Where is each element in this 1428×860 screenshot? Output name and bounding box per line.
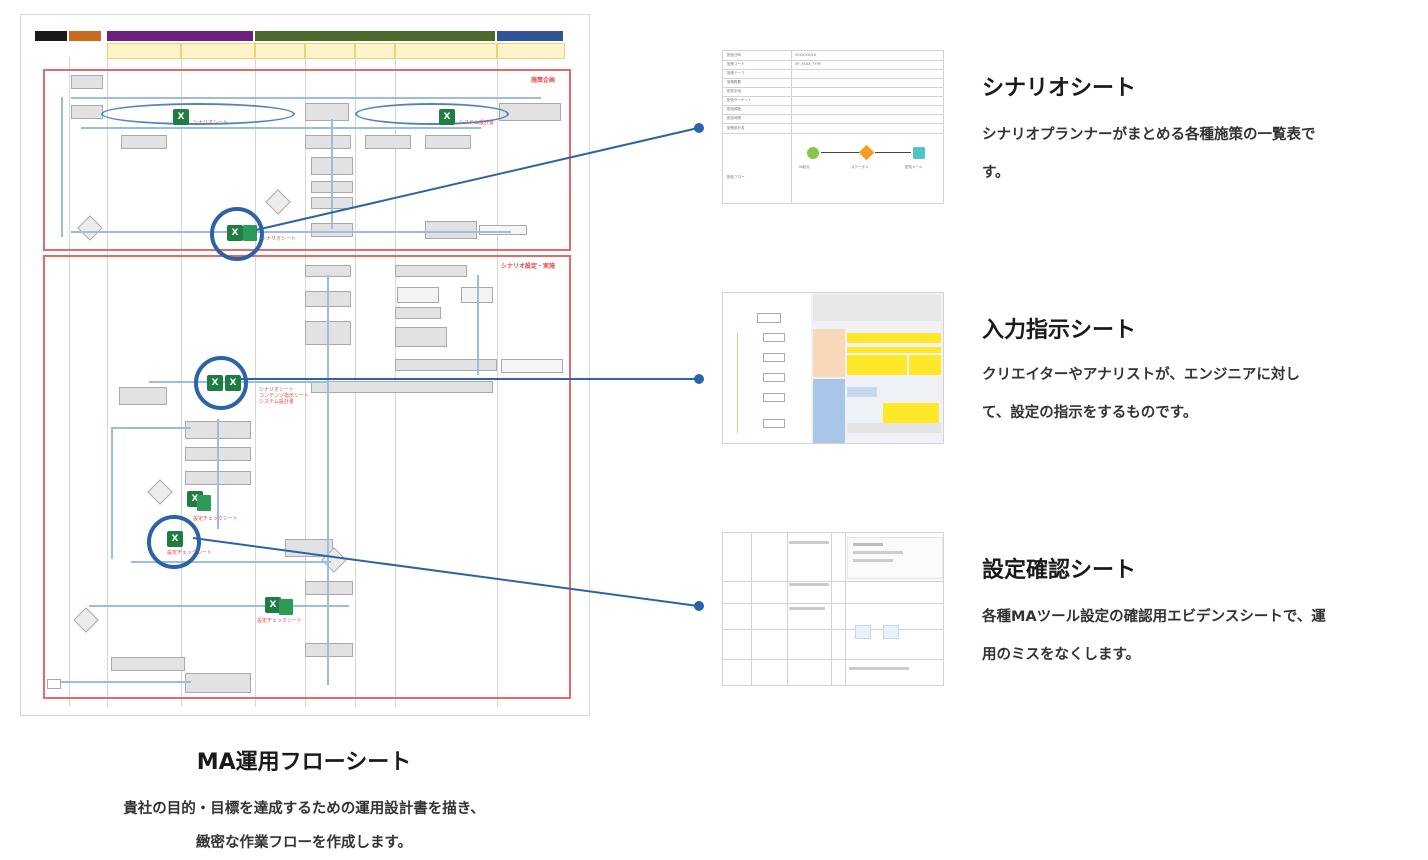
connector-dot [694,601,704,611]
input-instruction-sheet-desc: クリエイターやアナリストが、エンジニアに対し て、設定の指示をするものです。 [982,356,1402,432]
connector-dot [694,123,704,133]
scenario-sheet-thumbnail: 配信日時 20XX/XX/XX 施策コード SP_XXXX_TYPE 施策テーマ… [722,50,944,204]
flow-header-black [35,31,67,41]
flow-header-purple [107,31,253,41]
setting-check-sheet-desc: 各種MAツール設定の確認用エビデンスシートで、運 用のミスをなくします。 [982,598,1412,674]
ma-flow-sheet-desc: 貴社の目的・目標を達成するための運用設計書を描き、 緻密な作業フローを作成します… [20,792,588,860]
ma-flow-sheet-desc-line1: 貴社の目的・目標を達成するための運用設計書を描き、 [123,801,485,817]
input-instruction-sheet-thumbnail [722,292,944,444]
flow-header-blue [497,31,563,41]
flow-header-orange [69,31,101,41]
flow-section-bottom [43,255,571,699]
highlight-ring-check [147,515,201,569]
scenario-sheet-desc-line1: シナリオプランナーがまとめる各種施策の一覧表で [982,127,1316,143]
connector-dot [694,374,704,384]
scenario-sheet-title: シナリオシート [982,76,1137,101]
flow-section-top [43,69,571,251]
input-instruction-sheet-desc-line2: て、設定の指示をするものです。 [982,405,1198,421]
setting-check-sheet-title: 設定確認シート [982,558,1137,583]
input-instruction-sheet-desc-line1: クリエイターやアナリストが、エンジニアに対し [982,367,1300,383]
setting-check-sheet-thumbnail [722,532,944,686]
flow-header-green [255,31,495,41]
ma-flow-sheet-desc-line2: 緻密な作業フローを作成します。 [195,835,413,851]
ma-flow-sheet-title: MA運用フローシート [196,750,412,775]
scenario-sheet-desc-line2: す。 [982,165,1010,181]
setting-check-sheet-desc-line2: 用のミスをなくします。 [982,647,1141,663]
highlight-ring-input [194,356,248,410]
input-instruction-sheet-title: 入力指示シート [982,318,1137,343]
ma-flow-sheet-image: X シナリオシート X システム設計書 X シナリオシート 施策企画 シナリオ設… [20,14,590,716]
setting-check-sheet-desc-line1: 各種MAツール設定の確認用エビデンスシートで、運 [982,609,1326,625]
scenario-sheet-desc: シナリオプランナーがまとめる各種施策の一覧表で す。 [982,116,1402,192]
highlight-ring-scenario [210,207,264,261]
